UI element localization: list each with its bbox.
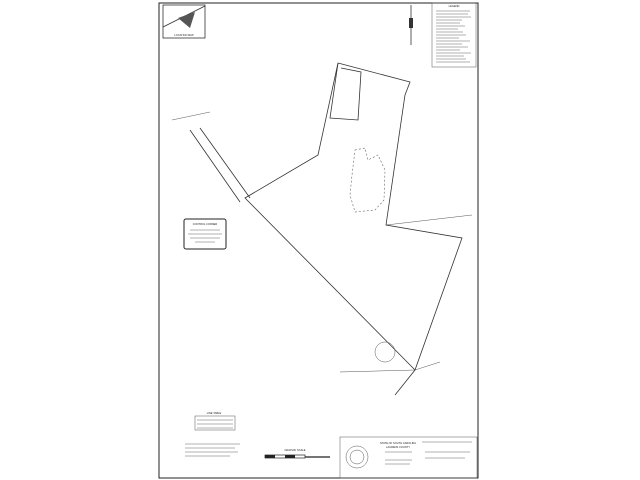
inner-lot bbox=[329, 62, 362, 121]
location-map-label: LOCATION MAP bbox=[174, 33, 194, 37]
cul-de-sac bbox=[374, 341, 396, 363]
legend-box: LEGEND bbox=[431, 2, 477, 68]
graphic-scale-label: GRAPHIC SCALE bbox=[284, 448, 305, 452]
location-map: LOCATION MAP bbox=[162, 4, 206, 39]
control-corner-title: CONTROL CORNER bbox=[193, 222, 218, 226]
surveyor-seal bbox=[345, 445, 369, 469]
location-marker-icon bbox=[178, 12, 195, 28]
pond-outline bbox=[349, 147, 386, 213]
legend-title: LEGEND bbox=[449, 4, 460, 8]
line-table: LINE TABLE bbox=[194, 411, 236, 431]
title-county: LAURENS COUNTY bbox=[386, 445, 410, 449]
line-table-title: LINE TABLE bbox=[207, 411, 222, 415]
title-state: STATE OF SOUTH CAROLINA bbox=[380, 441, 416, 445]
plat-notes bbox=[185, 443, 240, 457]
property-boundary bbox=[244, 62, 473, 396]
control-corner-box: CONTROL CORNER bbox=[183, 218, 227, 250]
left-lot-strip bbox=[171, 111, 251, 203]
title-block: STATE OF SOUTH CAROLINA LAURENS COUNTY bbox=[339, 436, 478, 479]
north-arrow-icon bbox=[409, 5, 413, 45]
graphic-scale: GRAPHIC SCALE bbox=[264, 448, 330, 459]
